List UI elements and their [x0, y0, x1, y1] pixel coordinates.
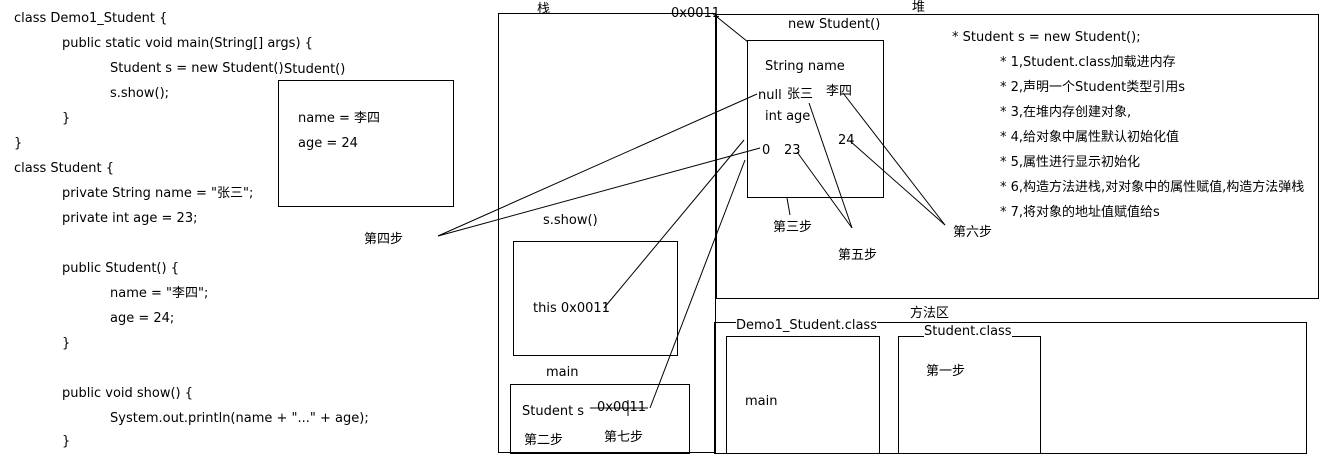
stack-title: 栈 [537, 2, 551, 17]
student-constructor-title: Student() [284, 62, 348, 77]
step3-connector [786, 197, 791, 216]
step6-connector [849, 140, 946, 226]
stack-address-top: 0x0011 [671, 6, 721, 21]
value-lisi: 李四 [826, 84, 853, 99]
note-line: * 7,将对象的地址值赋值给s [1000, 205, 1160, 220]
step5-connector [796, 151, 853, 229]
note-line: * 1,Student.class加载进内存 [1000, 55, 1176, 70]
student-class-title: Student.class [924, 324, 1012, 339]
show-frame-title: s.show() [543, 213, 598, 228]
main-frame-var: Student s [522, 404, 585, 419]
step5-connector [808, 102, 853, 229]
connector-lines [437, 12, 946, 416]
step6-connector [842, 92, 946, 226]
popup-name-line: name = 李四 [298, 111, 381, 126]
note-line: * 6,构造方法进栈,对对象中的属性赋值,构造方法弹栈 [1000, 180, 1305, 195]
step3-label: 第三步 [773, 220, 813, 235]
value-zhangsan: 张三 [787, 87, 814, 102]
value-24: 24 [838, 133, 855, 148]
note-line: * 3,在堆内存创建对象, [1000, 105, 1132, 120]
this-reference: this 0x0011 [533, 301, 610, 316]
main-frame-title: main [546, 365, 579, 380]
field-string-name: String name [765, 59, 845, 74]
code-line: class Demo1_Student { [14, 11, 168, 26]
code-line: } [62, 111, 71, 126]
object-title: new Student() [788, 17, 881, 32]
value-null: null [758, 88, 782, 103]
code-line: System.out.println(name + "..." + age); [110, 411, 369, 426]
note-line: * 5,属性进行显示初始化 [1000, 155, 1141, 170]
popup-age-line: age = 24 [298, 136, 358, 151]
code-line: age = 24; [110, 311, 175, 326]
step4-label: 第四步 [364, 232, 404, 247]
note-line: * Student s = new Student(); [952, 30, 1141, 45]
code-line: s.show(); [110, 86, 170, 101]
code-line: } [62, 336, 71, 351]
note-line: * 2,声明一个Student类型引用s [1000, 80, 1185, 95]
note-line: * 4,给对象中属性默认初始化值 [1000, 130, 1180, 145]
demo-class-title: Demo1_Student.class [736, 318, 877, 333]
step4-connector [437, 147, 761, 237]
step5-label: 第五步 [838, 248, 878, 263]
step4-connector [437, 93, 758, 237]
code-line: public void show() { [62, 386, 194, 401]
code-line: private String name = "张三"; [62, 186, 254, 201]
this-connector [603, 139, 745, 309]
code-line: class Student { [14, 161, 114, 176]
demo-class-main: main [745, 394, 778, 409]
step6-label: 第六步 [953, 225, 993, 240]
method-area-title: 方法区 [910, 306, 950, 321]
code-line: public Student() { [62, 261, 179, 276]
step1-label: 第一步 [926, 364, 966, 379]
heap-area [716, 14, 1319, 299]
address-connector [711, 12, 749, 43]
student-constructor-box [278, 80, 454, 207]
code-line: Student s = new Student(); [110, 61, 288, 76]
show-frame [513, 241, 678, 356]
main-addr-connector [649, 159, 746, 409]
value-zero: 0 [762, 143, 771, 158]
code-line: } [14, 136, 23, 151]
code-line: name = "李四"; [110, 286, 209, 301]
value-23: 23 [784, 143, 801, 158]
field-int-age: int age [765, 109, 811, 124]
student-object [747, 40, 884, 198]
code-line: private int age = 23; [62, 211, 198, 226]
heap-title: 堆 [912, 0, 926, 15]
code-line: public static void main(String[] args) { [62, 36, 313, 51]
